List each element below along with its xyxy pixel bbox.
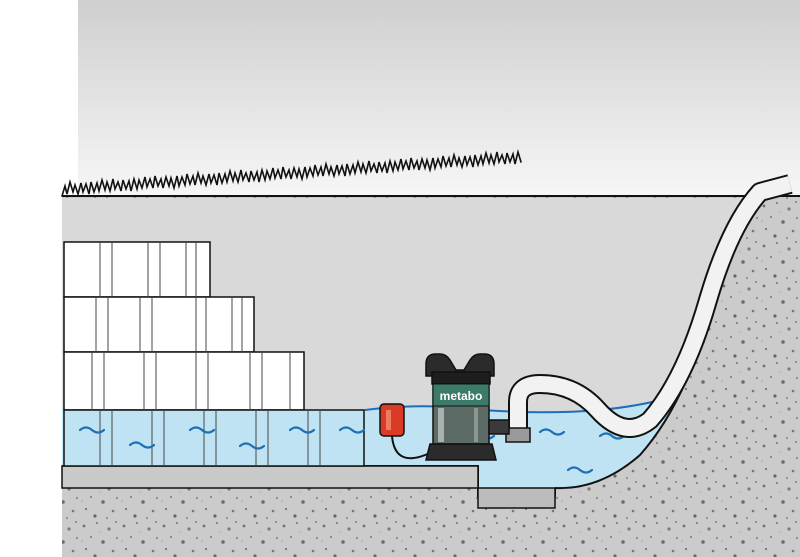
floor-step [477, 487, 556, 509]
hose-icon [505, 174, 793, 443]
floor-slab [61, 465, 479, 489]
left-margin [0, 0, 78, 200]
wave-icon [78, 426, 626, 474]
stacked-blocks [63, 241, 365, 467]
grass-icon [61, 148, 522, 197]
float-switch-icon [379, 403, 405, 437]
sky-background [78, 0, 800, 200]
float-switch-cable [391, 435, 433, 460]
pump-brand-label: metabo [440, 389, 483, 403]
submersible-pump-icon: metabo [425, 353, 510, 461]
